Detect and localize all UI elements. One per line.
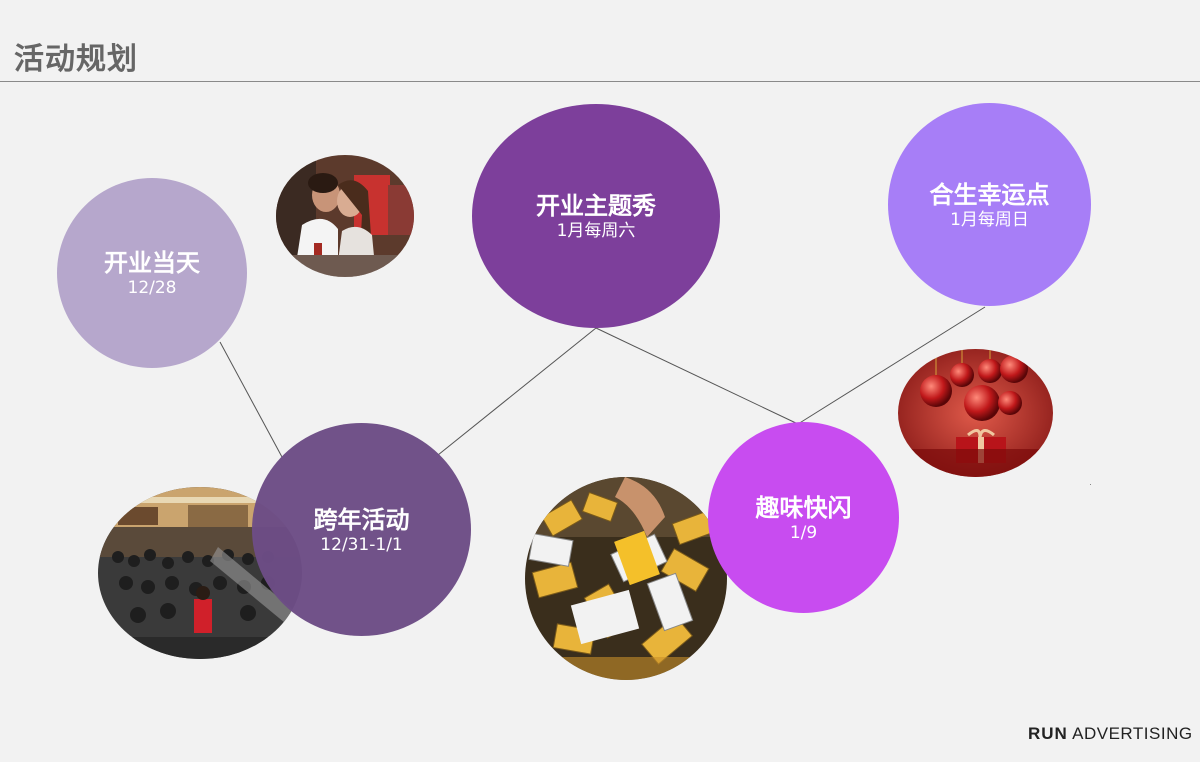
stray-dot	[1090, 484, 1091, 485]
event-date: 12/31-1/1	[320, 534, 403, 555]
event-bubble-opening-theme-show: 开业主题秀 1月每周六	[472, 104, 720, 328]
event-date: 1月每周六	[556, 221, 636, 241]
event-bubble-flash-mob: 趣味快闪 1/9	[708, 422, 899, 613]
company-logo: RUN ADVERTISING	[1028, 724, 1193, 744]
logo-run: RUN	[1028, 724, 1068, 743]
event-name: 合生幸运点	[929, 180, 1050, 209]
event-name: 开业当天	[104, 249, 200, 277]
connector-line	[219, 341, 283, 458]
event-date: 1月每周日	[950, 209, 1029, 230]
logo-advertising: ADVERTISING	[1072, 724, 1193, 743]
connector-line	[437, 327, 597, 456]
event-name: 跨年活动	[313, 505, 410, 534]
couple-kissing-photo	[276, 155, 414, 277]
connector-line	[797, 306, 986, 425]
event-bubble-new-year-eve: 跨年活动 12/31-1/1	[252, 423, 471, 636]
christmas-ornaments-photo	[898, 349, 1053, 477]
page-title: 活动规划	[14, 42, 138, 77]
event-bubble-opening-day: 开业当天 12/28	[57, 178, 247, 368]
raffle-tickets-photo	[525, 477, 727, 680]
event-bubble-lucky-spot: 合生幸运点 1月每周日	[888, 103, 1091, 306]
event-date: 12/28	[127, 278, 177, 298]
event-date: 1/9	[789, 522, 818, 543]
event-name: 开业主题秀	[536, 192, 656, 220]
title-divider	[0, 81, 1200, 82]
connector-line	[595, 327, 799, 425]
event-name: 趣味快闪	[755, 493, 852, 522]
